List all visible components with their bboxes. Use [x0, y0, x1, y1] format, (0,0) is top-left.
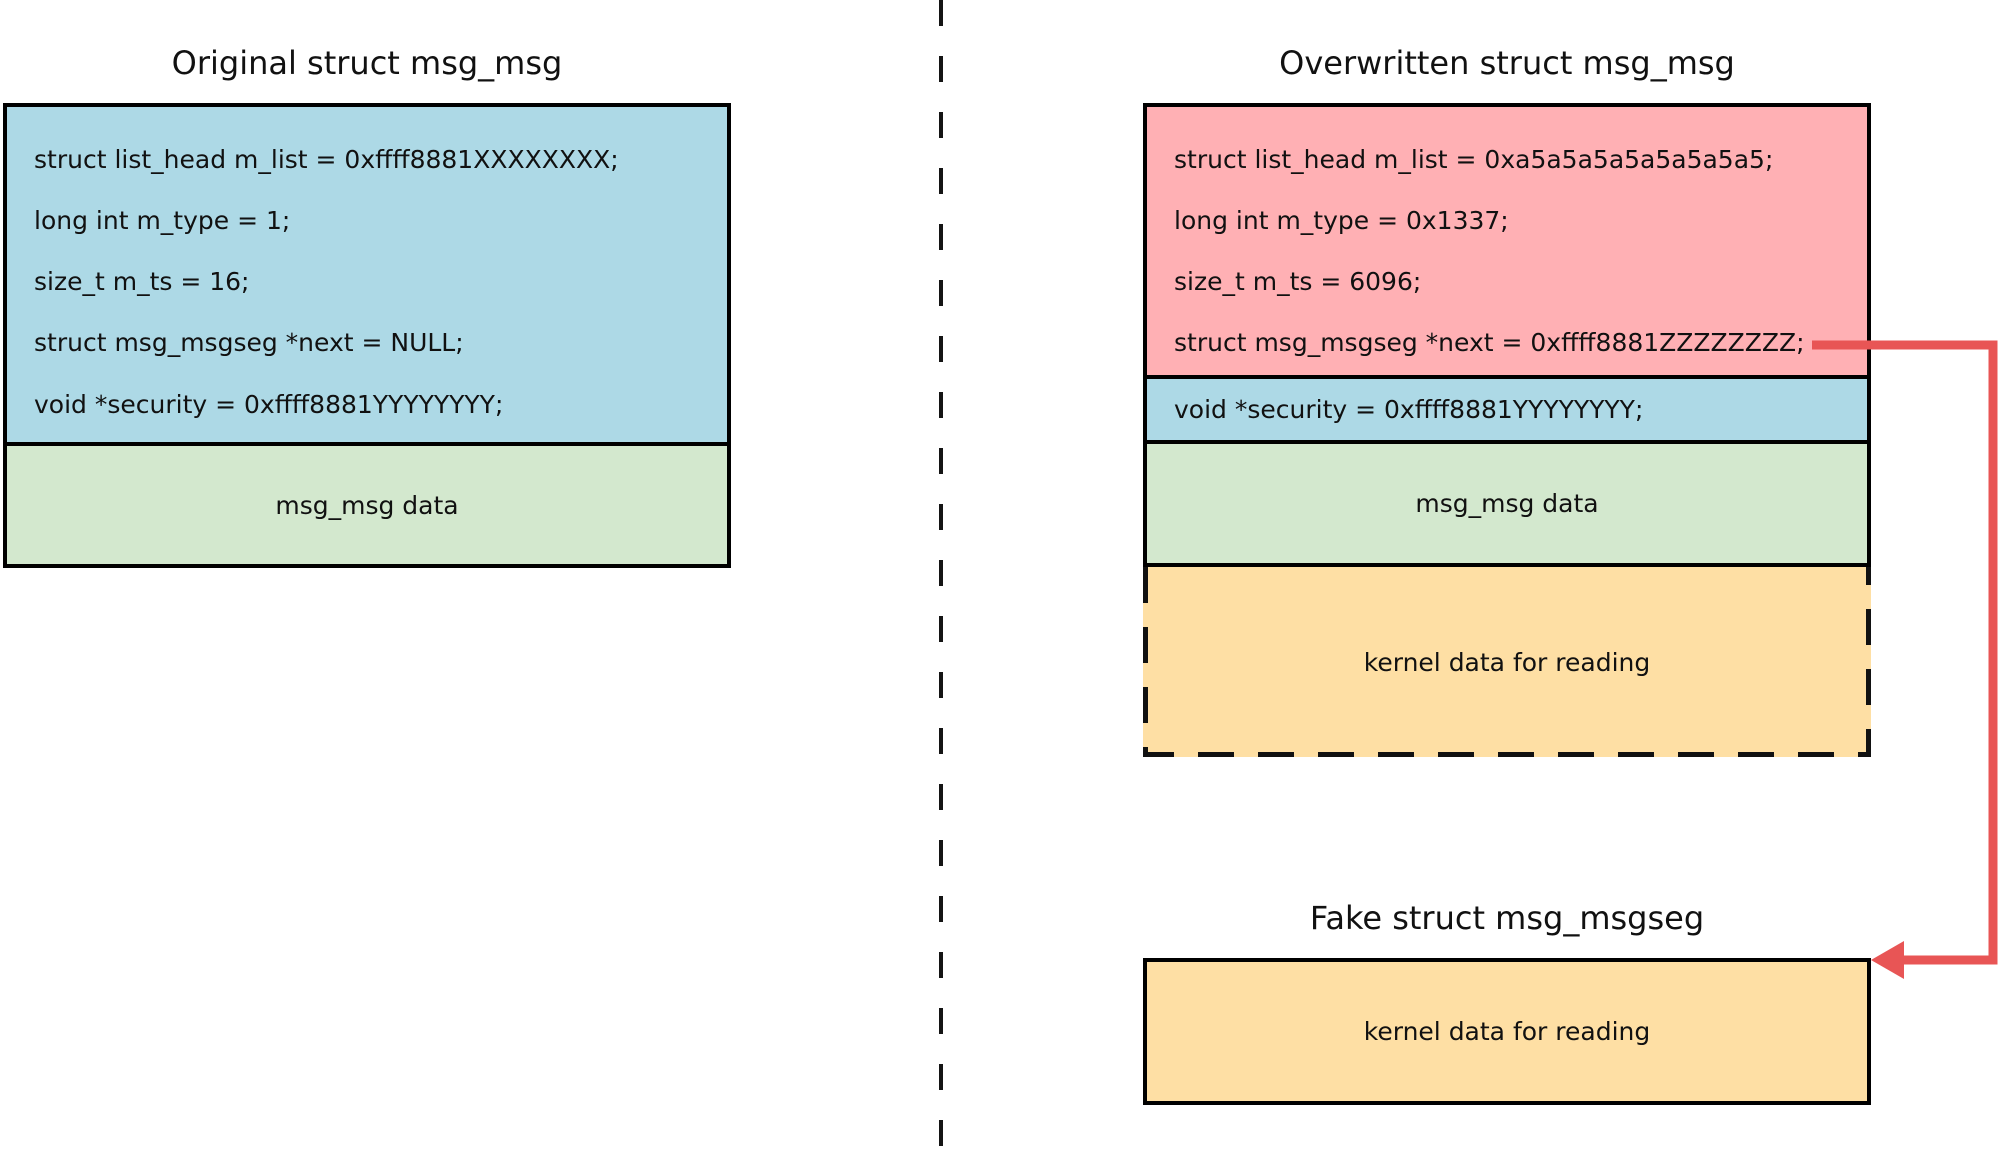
- field-m-list-overwritten: struct list_head m_list = 0xa5a5a5a5a5a5…: [1174, 145, 1774, 174]
- field-m-list: struct list_head m_list = 0xffff8881XXXX…: [34, 145, 619, 174]
- overwritten-msg-data-section: msg_msg data: [1147, 444, 1867, 563]
- security-field-section: void *security = 0xffff8881YYYYYYYY;: [1147, 379, 1867, 444]
- field-m-type-overwritten: long int m_type = 0x1337;: [1174, 206, 1509, 235]
- fake-msgseg-box: kernel data for reading: [1143, 958, 1871, 1105]
- section-divider-dashed-line: [939, 0, 943, 1153]
- overwritten-struct-box: struct list_head m_list = 0xa5a5a5a5a5a5…: [1143, 103, 1871, 567]
- field-m-ts: size_t m_ts = 16;: [34, 267, 250, 296]
- oob-kernel-read-section: kernel data for reading: [1143, 567, 1871, 757]
- field-m-type: long int m_type = 1;: [34, 206, 291, 235]
- field-m-ts-overwritten: size_t m_ts = 6096;: [1174, 267, 1422, 296]
- msg-msg-data-label: msg_msg data: [1415, 489, 1599, 518]
- kernel-data-label: kernel data for reading: [1363, 647, 1651, 677]
- field-security-intact: void *security = 0xffff8881YYYYYYYY;: [1174, 394, 1644, 424]
- field-security: void *security = 0xffff8881YYYYYYYY;: [34, 390, 504, 419]
- field-next: struct msg_msgseg *next = NULL;: [34, 328, 464, 357]
- original-struct-box: struct list_head m_list = 0xffff8881XXXX…: [3, 103, 731, 568]
- overwritten-fields-section: struct list_head m_list = 0xa5a5a5a5a5a5…: [1147, 107, 1867, 379]
- next-pointer-arrowhead-icon: [1871, 941, 1904, 979]
- msg-msg-data-label: msg_msg data: [275, 490, 459, 520]
- kernel-data-label: kernel data for reading: [1363, 1017, 1651, 1046]
- field-next-overwritten: struct msg_msgseg *next = 0xffff8881ZZZZ…: [1174, 328, 1805, 357]
- original-msg-data-section: msg_msg data: [7, 446, 727, 564]
- fake-struct-title: Fake struct msg_msgseg: [1309, 899, 1705, 937]
- original-struct-fields-section: struct list_head m_list = 0xffff8881XXXX…: [7, 107, 727, 446]
- original-struct-title: Original struct msg_msg: [171, 44, 563, 82]
- overwritten-struct-title: Overwritten struct msg_msg: [1279, 44, 1735, 82]
